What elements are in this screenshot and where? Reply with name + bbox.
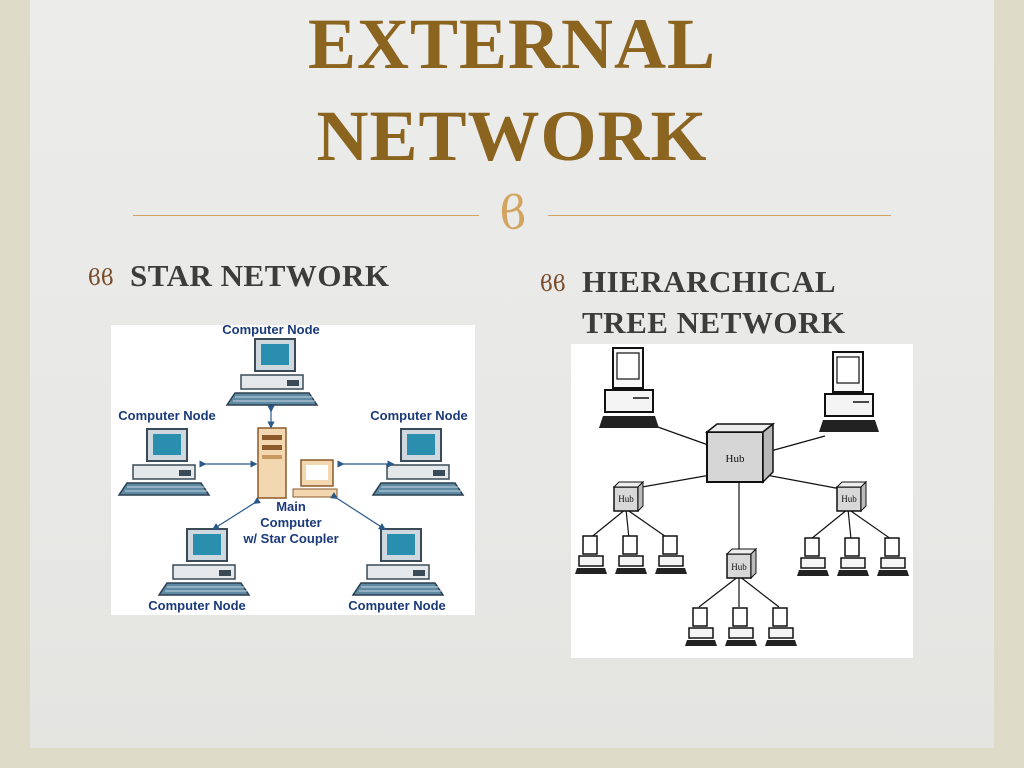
main-computer-label-line3: w/ Star Coupler (242, 531, 338, 546)
right-node-label: Computer Node (370, 408, 468, 423)
left-hub: Hub (613, 481, 644, 512)
leaf-workstation (684, 607, 718, 647)
slide-title-line1: EXTERNAL (307, 4, 717, 84)
leaf-workstation (764, 607, 798, 647)
right-hub: Hub (836, 481, 867, 512)
main-computer-label-line1: Main (276, 499, 306, 514)
right-computer-node (372, 428, 464, 496)
leaf-workstation (836, 537, 870, 577)
tree-network-heading-line1: HIERARCHICAL (582, 264, 837, 299)
star-network-diagram: Computer Node Computer Node Computer Nod… (111, 325, 475, 615)
leaf-workstation (876, 537, 910, 577)
bullet-curl-icon: ϐϐ (88, 266, 114, 291)
main-computer-label-line2: Computer (260, 515, 321, 530)
slide-title-line2: NETWORK (316, 96, 708, 176)
leaf-workstation (796, 537, 830, 577)
bottom-right-node-label: Computer Node (348, 598, 446, 613)
bottom-left-computer-node (158, 528, 250, 596)
leaf-workstation (724, 607, 758, 647)
svg-text:Hub: Hub (841, 494, 857, 504)
bottom-right-computer-node (352, 528, 444, 596)
leaf-workstation (654, 535, 688, 575)
bottom-hub: Hub (726, 548, 757, 579)
leaf-workstation (574, 535, 608, 575)
title-divider-left (133, 215, 479, 216)
bottom-left-node-label: Computer Node (148, 598, 246, 613)
main-computer (257, 427, 338, 499)
tree-network-diagram: Hub Hub Hub Hub (571, 344, 913, 658)
tree-links (588, 425, 892, 608)
svg-text:Hub: Hub (618, 494, 634, 504)
top-computer-node (226, 338, 318, 406)
top-right-workstation (818, 351, 880, 433)
title-divider-right (548, 215, 891, 216)
star-network-heading: STAR NETWORK (130, 258, 390, 293)
leaf-workstation (614, 535, 648, 575)
top-left-workstation (598, 347, 660, 429)
central-hub: Hub (704, 422, 776, 484)
central-hub-label: Hub (726, 453, 745, 465)
left-computer-node (118, 428, 210, 496)
tree-network-heading-line2: TREE NETWORK (582, 305, 846, 340)
star-links (199, 405, 395, 530)
left-node-label: Computer Node (118, 408, 216, 423)
bullet-curl-icon: ϐϐ (540, 272, 566, 297)
svg-text:Hub: Hub (731, 562, 747, 572)
top-node-label: Computer Node (222, 325, 320, 337)
ornament-icon: ϐ (499, 186, 527, 240)
